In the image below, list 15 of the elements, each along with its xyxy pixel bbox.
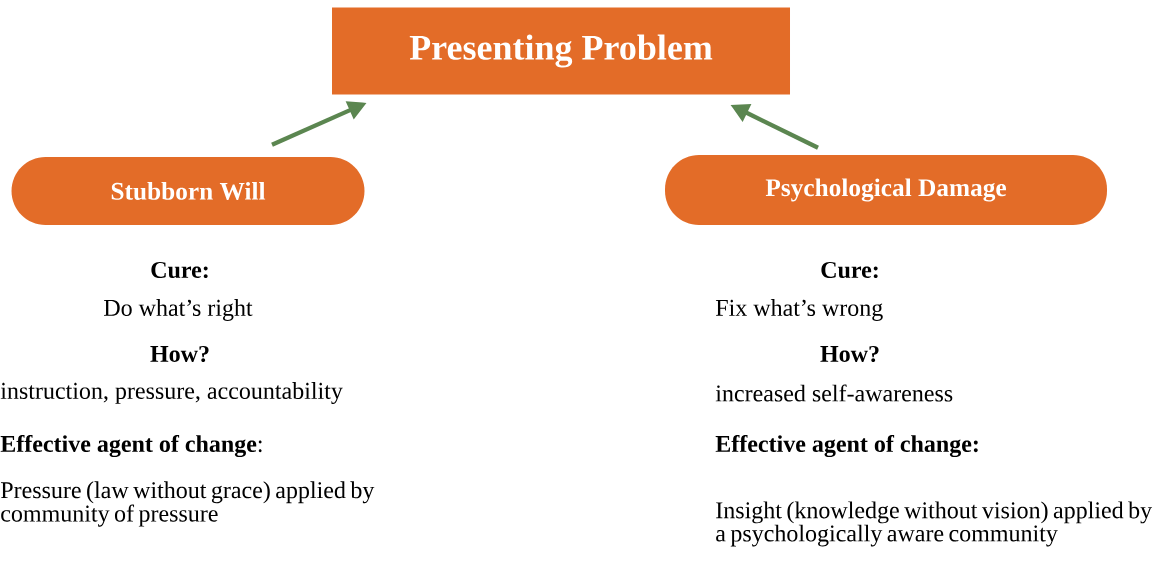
paragraph: Insight (knowledge without vision) applied by a psychologically aware community [716,501,1153,547]
paragraph: Pressure (law without grace) applied by community of pressure [0,481,375,527]
text-line: Do what’s right [104,299,253,321]
rounded-box: Stubborn Will [11,157,365,225]
title-box: Presenting Problem [332,7,790,95]
text-line: Fix what’s wrong [715,299,883,321]
heading: How? [820,345,879,363]
text-line: Effective agent of change: [0,434,262,458]
heading: Effective agent of change: [715,434,978,458]
text-line: increased self-awareness [715,384,953,402]
heading: How? [150,345,209,363]
heading: Cure: [151,261,208,279]
rounded-box: Psychological Damage [665,155,1107,225]
heading: Cure: [821,261,878,279]
text-line: instruction, pressure, accountability [0,382,343,404]
